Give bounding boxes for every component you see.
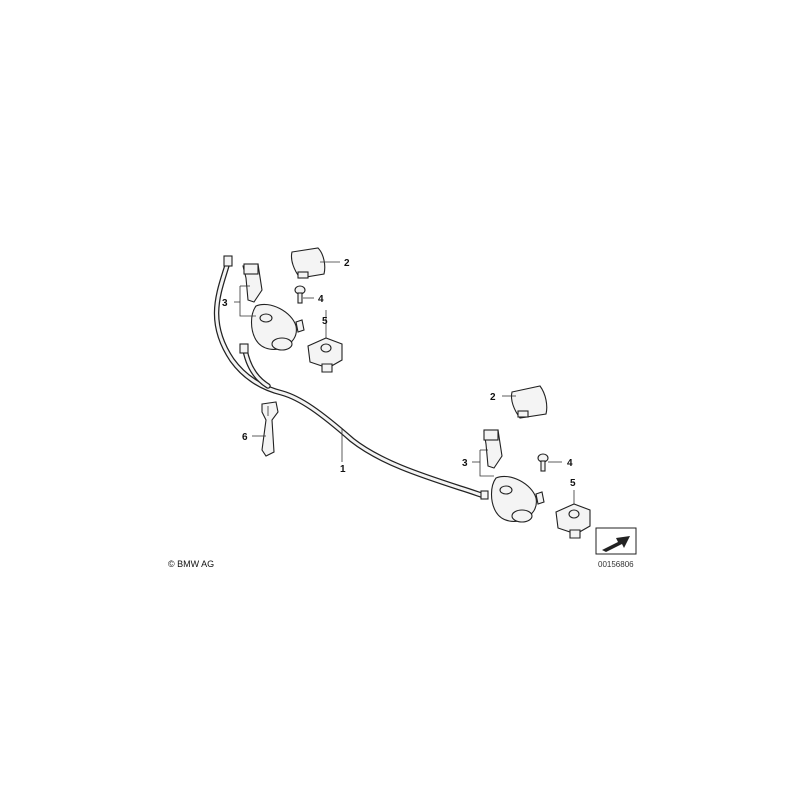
hose-end-cap	[223, 255, 233, 267]
callout-1: 1	[340, 464, 346, 475]
callout-3-right: 3	[462, 458, 468, 469]
callout-4-right: 4	[567, 458, 573, 469]
nozzle-left	[242, 263, 305, 351]
leader-lines	[234, 261, 575, 504]
cover-left	[290, 247, 326, 279]
screw-left	[294, 285, 306, 304]
cover-right	[510, 385, 548, 419]
callout-3-left: 3	[222, 298, 228, 309]
bracket-right	[555, 503, 591, 539]
hose-end-right	[480, 490, 489, 500]
screw-right	[537, 453, 549, 472]
callout-labels: 2 3 4 5 6 1 2 3 4 5	[222, 258, 576, 489]
copyright-notice: © BMW AG	[168, 559, 214, 569]
direction-arrow-icon	[602, 536, 630, 552]
callout-2-right: 2	[490, 392, 496, 403]
callout-5-right: 5	[570, 478, 576, 489]
direction-arrow-box	[595, 527, 637, 555]
hose-clip	[261, 401, 279, 457]
bracket-left	[307, 337, 343, 373]
document-number: 00156806	[598, 560, 634, 569]
callout-6: 6	[242, 432, 248, 443]
callout-2-left: 2	[344, 258, 350, 269]
hose-branch-cap	[239, 343, 249, 354]
hose-line	[213, 255, 489, 500]
nozzle-right	[483, 429, 545, 523]
callout-5-left: 5	[322, 316, 328, 327]
callout-4-left: 4	[318, 294, 324, 305]
